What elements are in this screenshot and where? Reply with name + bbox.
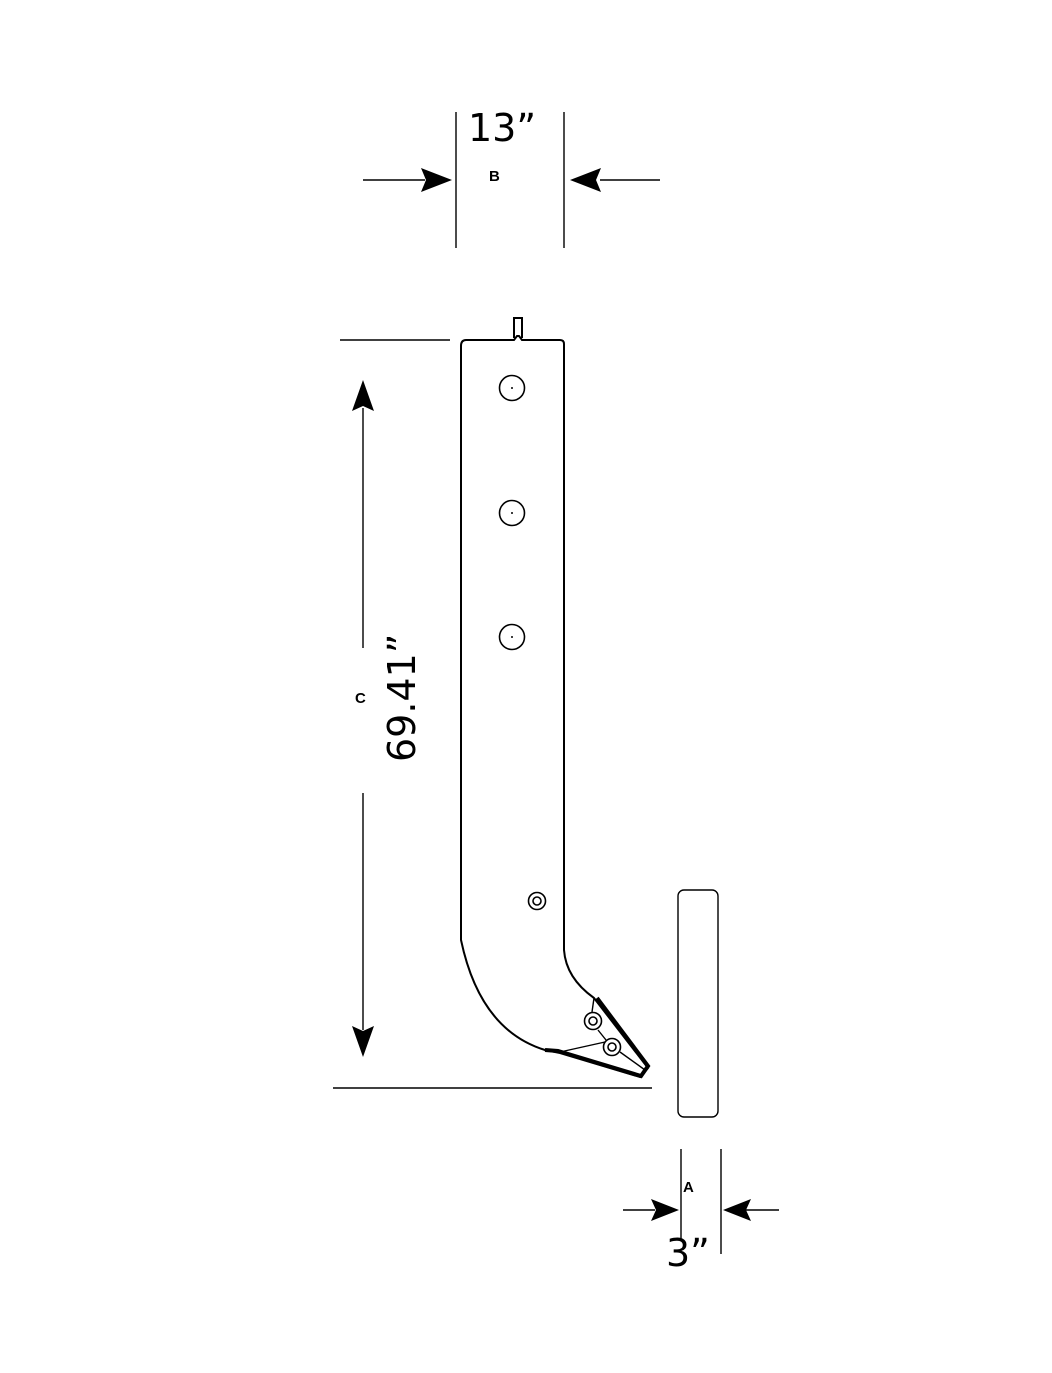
tip-bolt-2 bbox=[602, 1037, 622, 1057]
dimension-c-value: 69.41” bbox=[380, 634, 424, 762]
ripper-tip bbox=[544, 996, 651, 1079]
arrow-down-icon bbox=[352, 1026, 374, 1057]
shank-body bbox=[460, 317, 650, 1079]
mounting-hole-2 bbox=[498, 499, 526, 527]
dimension-b: 13” B bbox=[363, 106, 660, 248]
shank-outline bbox=[460, 335, 650, 1079]
dimension-a-value: 3” bbox=[666, 1231, 710, 1275]
side-profile-bar bbox=[677, 889, 719, 1118]
arrow-left-icon bbox=[570, 168, 601, 192]
mounting-hole-3 bbox=[498, 623, 526, 651]
tip-edge bbox=[544, 996, 651, 1079]
arrow-up-icon bbox=[352, 380, 374, 411]
tip-seam-3 bbox=[559, 1041, 606, 1053]
dimension-a: A 3” bbox=[623, 1149, 779, 1275]
arrow-right-icon bbox=[651, 1199, 679, 1221]
lower-pin-hole bbox=[527, 891, 547, 911]
dimension-b-letter: B bbox=[489, 168, 500, 185]
tip-bolt-1 bbox=[583, 1011, 603, 1031]
dimension-a-letter: A bbox=[683, 1179, 694, 1196]
dimension-b-value: 13” bbox=[468, 106, 536, 150]
tip-seam-1 bbox=[591, 997, 595, 1013]
tip-seam-4 bbox=[619, 1051, 646, 1071]
dimension-c-letter: C bbox=[355, 690, 366, 707]
dimension-c: C 69.41” bbox=[333, 339, 652, 1089]
tip-seam-2 bbox=[597, 1029, 607, 1041]
arrow-right-icon bbox=[421, 168, 452, 192]
mounting-hole-1 bbox=[498, 374, 526, 402]
shank-top-tab bbox=[513, 317, 523, 338]
arrow-left-icon bbox=[723, 1199, 751, 1221]
